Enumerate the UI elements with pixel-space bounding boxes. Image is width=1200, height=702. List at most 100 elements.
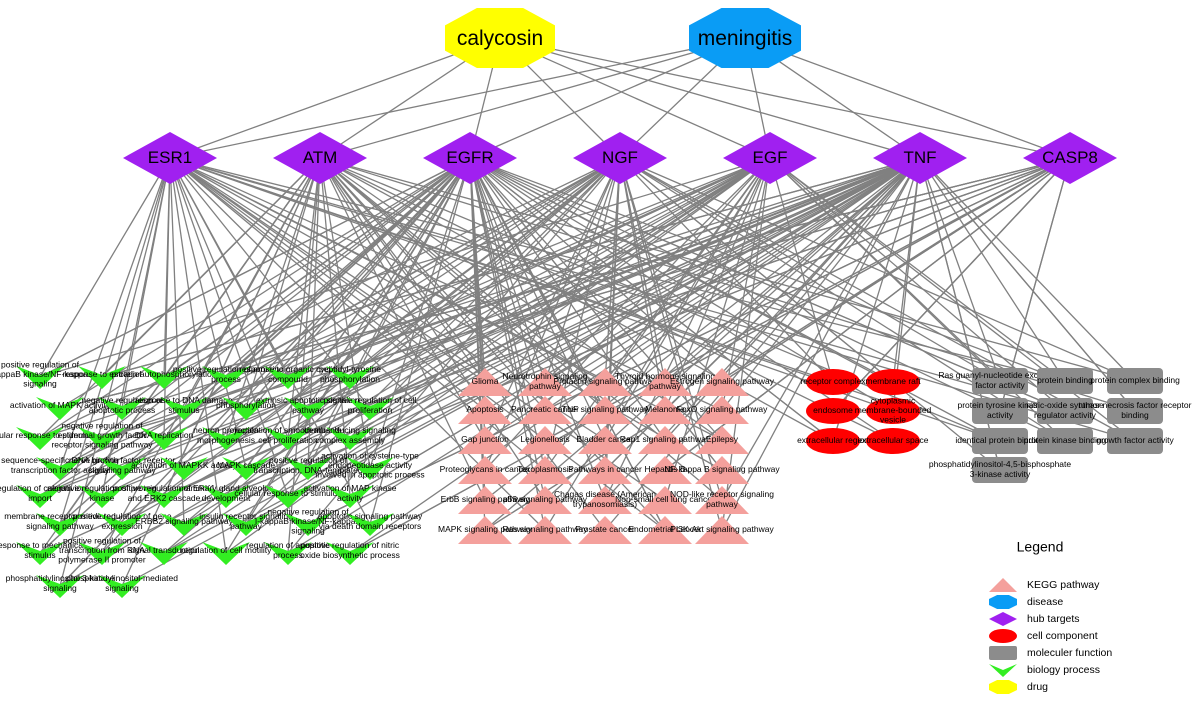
kegg-node-prostate-cancer[interactable]: Prostate cancer — [575, 516, 635, 544]
bp-node-protein-autophosphorylation[interactable]: protein autophosphorylation — [112, 366, 217, 389]
kegg-node-pi3k-akt-signaling-pathway[interactable]: PI3K-Akt signaling pathway — [670, 516, 774, 544]
bp-node-positive-regulation-of-i-kappab-kinase-n[interactable]: positive regulation ofI-kappaB kinase/NF… — [0, 360, 93, 389]
kegg-node-proteoglycans-in-cancer[interactable]: Proteoglycans in cancer — [440, 456, 531, 484]
bp-node-dna-replication[interactable]: DNA replication — [135, 427, 194, 450]
drug-node-calycosin[interactable]: calycosin — [445, 8, 555, 68]
kegg-node-pancreatic-cancer[interactable]: Pancreatic cancer — [511, 396, 579, 424]
bp-node-activation-of-mapk-activity[interactable]: activation of MAPK activity — [10, 397, 111, 420]
kegg-node-prolactin-signaling-pathway[interactable]: Prolactin signaling pathway — [553, 368, 657, 396]
bp-node-erbb2-signaling-pathway[interactable]: ERBB2 signaling pathway — [135, 513, 234, 536]
kegg-node-endometrial-cancer[interactable]: Endometrial cancer — [628, 516, 702, 544]
bp-node-mapk-cascade[interactable]: MAPK cascade — [217, 457, 275, 480]
kegg-node-toxoplasmosis[interactable]: Toxoplasmosis — [517, 456, 573, 484]
hub-node-atm[interactable]: ATM — [273, 132, 367, 184]
mf-node-growth-factor-activity[interactable]: growth factor activity — [1096, 428, 1174, 454]
cc-node-receptor-complex[interactable]: receptor complex — [800, 369, 866, 395]
kegg-node-foxo-signaling-pathway[interactable]: FoxO signaling pathway — [677, 396, 768, 424]
kegg-node-p53-signaling-pathway[interactable]: p53 signaling pathway — [503, 486, 588, 514]
kegg-node-non-small-cell-lung-cancer[interactable]: Non-small cell lung cancer — [615, 486, 715, 514]
hub-node-tnf[interactable]: TNF — [873, 132, 967, 184]
disease-node-meningitis[interactable]: meningitis — [689, 8, 801, 68]
kegg-node-mapk-signaling-pathway[interactable]: MAPK signaling pathway — [438, 516, 533, 544]
hub-node-egfr[interactable]: EGFR — [423, 132, 517, 184]
bp-node-cellular-response-to-stimulus[interactable]: cellular response to stimulus — [0, 427, 94, 450]
mf-node-protein-complex-binding[interactable]: protein complex binding — [1090, 368, 1180, 394]
cc-node-membrane-raft[interactable]: membrane raft — [865, 369, 921, 395]
kegg-node-nf-kappa-b-signaling-pathway[interactable]: NF-kappa B signaling pathway — [664, 456, 780, 484]
kegg-node-erbb-signaling-pathway[interactable]: ErbB signaling pathway — [441, 486, 531, 514]
hub-node-casp8[interactable]: CASP8 — [1023, 132, 1117, 184]
bp-node-cellular-response-to-stimulus[interactable]: cellular response to stimulus — [234, 485, 342, 508]
kegg-node-epilepsy[interactable]: Epilepsy — [695, 426, 749, 454]
bp-node-activation-of-mapkk-activity[interactable]: activation of MAPKK activity — [131, 457, 238, 480]
mf-node-identical-protein-binding[interactable]: identical protein binding — [955, 428, 1045, 454]
kegg-node-bladder-cancer[interactable]: Bladder cancer — [576, 426, 634, 454]
cc-node-endosome[interactable]: endosome — [806, 398, 860, 424]
kegg-node-tnf-signaling-pathway[interactable]: TNF signaling pathway — [562, 396, 649, 424]
bp-node-response-to-estradiol[interactable]: response to estradiol — [63, 366, 142, 389]
hub-node-egf[interactable]: EGF — [723, 132, 817, 184]
kegg-label: Pathways in cancer — [568, 464, 642, 474]
mf-node-protein-kinase-binding[interactable]: protein kinase binding — [1024, 428, 1107, 454]
mf-node-protein-binding[interactable]: protein binding — [1037, 368, 1093, 394]
kegg-node-gap-junction[interactable]: Gap junction — [458, 426, 512, 454]
kegg-node-hepatitis-b[interactable]: Hepatitis B — [638, 456, 692, 484]
kegg-node-estrogen-signaling-pathway[interactable]: Estrogen signaling pathway — [670, 368, 775, 396]
kegg-node-apoptosis[interactable]: Apoptosis — [458, 396, 512, 424]
kegg-node-legionellosis[interactable]: Legionellosis — [518, 426, 572, 454]
kegg-node-melanoma[interactable]: Melanoma — [638, 396, 692, 424]
bp-node-regulation-of-cell-motility[interactable]: regulation of cell motility — [181, 542, 272, 565]
bp-node-signal-transduction[interactable]: signal transduction — [129, 542, 200, 565]
cc-node-extracellular-space[interactable]: extracellular space — [858, 428, 929, 454]
kegg-node-glioma[interactable]: Glioma — [458, 368, 512, 396]
kegg-node-pathways-in-cancer[interactable]: Pathways in cancer — [568, 456, 642, 484]
hub-node-esr1[interactable]: ESR1 — [123, 132, 217, 184]
kegg-node-ras-signaling-pathway[interactable]: Ras signaling pathway — [502, 516, 588, 544]
bp-node-phosphorylation[interactable]: phosphorylation — [216, 397, 276, 420]
hub-node-ngf[interactable]: NGF — [573, 132, 667, 184]
kegg-node-rap1-signaling-pathway[interactable]: Rap1 signaling pathway — [620, 426, 711, 454]
cc-node-extracellular-region[interactable]: extracellular region — [797, 428, 869, 454]
